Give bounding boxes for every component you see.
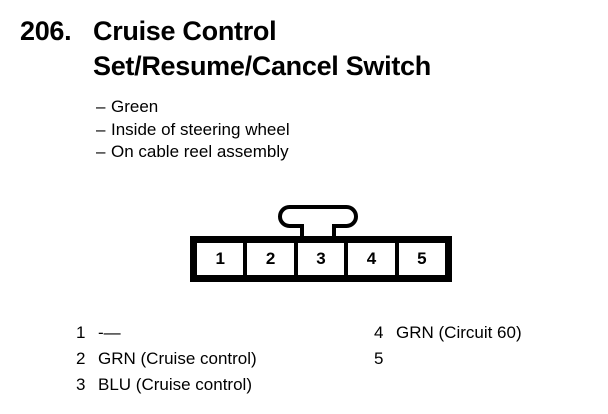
page-title: 206. Cruise Control Set/Resume/Cancel Sw… xyxy=(20,14,590,84)
legend-pin-number: 3 xyxy=(76,375,86,394)
dash-bullet-icon: – xyxy=(96,97,106,116)
description-item-location: – Inside of steering wheel xyxy=(96,119,290,142)
connector-pin-3: 3 xyxy=(297,243,345,275)
pin-legend-right-column: 4 GRN (Circuit 60) 5 xyxy=(374,320,522,372)
connector-body: 1 2 3 4 5 xyxy=(190,236,452,282)
legend-pin-description: BLU (Cruise control) xyxy=(98,375,252,394)
title-row-first: 206. Cruise Control xyxy=(20,14,590,49)
connector-pin-5: 5 xyxy=(398,243,446,275)
legend-row: 2 GRN (Cruise control) xyxy=(76,346,257,372)
connector-diagram: 1 2 3 4 5 xyxy=(190,205,452,283)
pin-legend: 1 -— 2 GRN (Cruise control) 3 BLU (Cruis… xyxy=(0,320,608,410)
section-number: 206. xyxy=(20,16,72,46)
description-item-assembly: – On cable reel assembly xyxy=(96,141,290,164)
dash-bullet-icon: – xyxy=(96,119,106,139)
legend-pin-number: 4 xyxy=(374,323,384,342)
description-item-color: – Green xyxy=(96,96,290,119)
legend-pin-number: 2 xyxy=(76,349,86,368)
legend-pin-description: GRN (Circuit 60) xyxy=(396,323,522,342)
legend-pin-description: -— xyxy=(98,323,121,342)
legend-row: 4 GRN (Circuit 60) xyxy=(374,320,522,346)
description-item-label: On cable reel assembly xyxy=(111,142,289,161)
title-line-1: Cruise Control xyxy=(93,16,277,46)
legend-row: 3 BLU (Cruise control) xyxy=(76,372,257,398)
dash-bullet-icon: – xyxy=(96,142,106,161)
connector-pin-4: 4 xyxy=(348,243,395,275)
legend-pin-number: 1 xyxy=(76,323,86,342)
title-line-2: Set/Resume/Cancel Switch xyxy=(93,51,431,81)
title-row-second: Set/Resume/Cancel Switch xyxy=(20,49,590,84)
description-list: – Green – Inside of steering wheel – On … xyxy=(96,96,290,164)
pin-legend-left-column: 1 -— 2 GRN (Cruise control) 3 BLU (Cruis… xyxy=(76,320,257,398)
connector-pin-1: 1 xyxy=(197,243,244,275)
legend-row: 1 -— xyxy=(76,320,257,346)
legend-pin-number: 5 xyxy=(374,349,384,368)
description-item-label: Green xyxy=(111,97,159,116)
legend-pin-description: GRN (Cruise control) xyxy=(98,349,257,368)
connector-pin-2: 2 xyxy=(247,243,294,275)
legend-row: 5 xyxy=(374,346,522,372)
description-item-label: Inside of steering wheel xyxy=(111,119,290,139)
